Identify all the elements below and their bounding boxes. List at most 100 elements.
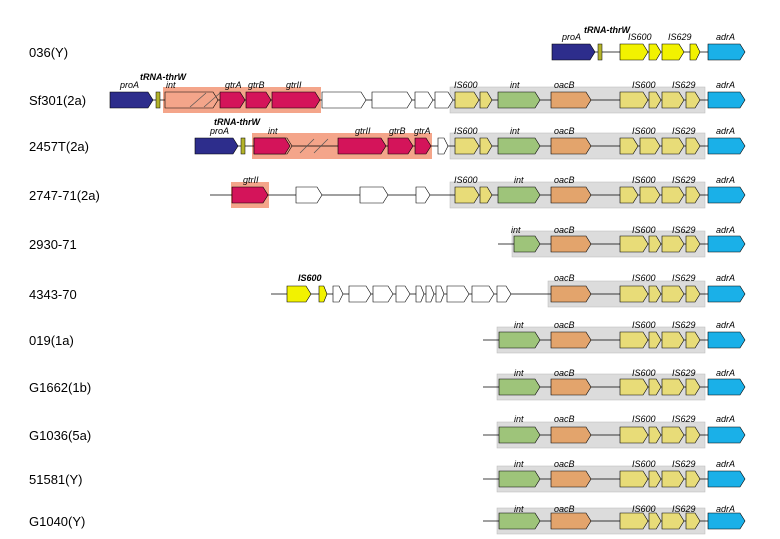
gene-orf-5 <box>415 285 425 303</box>
gene-label: adrA <box>716 32 735 42</box>
gene-label: IS629 <box>672 126 696 136</box>
gene-gtrII: gtrII <box>231 175 269 204</box>
gene-label: IS629 <box>672 273 696 283</box>
gene-arrow <box>387 137 414 155</box>
gene-label: oacB <box>554 126 575 136</box>
gene-arrow <box>619 512 649 530</box>
gene-int-m <box>253 137 291 155</box>
gene-label: tRNA-thrW <box>214 117 261 127</box>
gene-arrow <box>498 512 541 530</box>
break-mark <box>189 92 207 108</box>
gene-arrow <box>253 137 291 155</box>
gene-int: int <box>498 368 541 396</box>
gene-arrow <box>550 137 592 155</box>
gene-adrA: adrA <box>707 175 746 204</box>
gene-arrow <box>648 512 662 530</box>
gene-arrow <box>707 378 746 396</box>
gene-arrow <box>550 331 592 349</box>
gene-IS600: IS600 <box>619 459 656 488</box>
gene-orf-7 <box>435 285 445 303</box>
gene-int: int <box>498 459 541 488</box>
gene-arrow <box>661 285 685 303</box>
gene-orf-2 <box>359 186 389 204</box>
gene-arrow <box>348 285 372 303</box>
gene-IS629: IS629 <box>661 459 696 488</box>
gene-int: int <box>511 225 541 253</box>
gene-arrow <box>619 186 639 204</box>
gene-label: adrA <box>716 459 735 469</box>
gene-IS600-b <box>479 137 493 155</box>
gene-orf-4 <box>434 91 454 109</box>
gene-label: IS600 <box>454 175 478 185</box>
gene-arrow <box>639 186 661 204</box>
strain-label: 4343-70 <box>29 287 77 302</box>
gene-orf-6 <box>425 285 435 303</box>
gene-IS629-b <box>685 378 701 396</box>
gene-gtrB: gtrB <box>245 80 272 109</box>
gene-arrow <box>619 285 649 303</box>
gene-label: IS629 <box>672 225 696 235</box>
gene-IS629: IS629 <box>661 273 696 303</box>
gene-proA: proA <box>551 32 596 61</box>
gene-arrow <box>707 91 746 109</box>
strain-label: 036(Y) <box>29 45 68 60</box>
gene-label: oacB <box>554 414 575 424</box>
gene-arrow <box>707 186 746 204</box>
gene-int: int <box>164 80 219 109</box>
gene-IS600-c <box>639 137 661 155</box>
gene-label: IS629 <box>672 459 696 469</box>
gene-label: int <box>510 80 520 90</box>
gene-adrA: adrA <box>707 504 746 530</box>
gene-IS629: IS629 <box>661 414 696 444</box>
strain-label: Sf301(2a) <box>29 93 86 108</box>
gene-arrow <box>414 91 434 109</box>
gene-IS600: IS600 <box>619 80 656 109</box>
gene-label: IS629 <box>672 175 696 185</box>
gene-arrow <box>109 91 154 109</box>
gene-adrA: adrA <box>707 32 746 61</box>
gene-arrow <box>454 91 480 109</box>
gene-label: oacB <box>554 504 575 514</box>
gene-label: oacB <box>554 368 575 378</box>
gene-IS600: IS600 <box>619 414 656 444</box>
gene-label: adrA <box>716 225 735 235</box>
gene-arrow <box>661 470 685 488</box>
gene-IS629-b <box>685 512 701 530</box>
gene-IS629-b <box>685 91 701 109</box>
gene-IS600-b <box>318 285 328 303</box>
gene-IS629-b <box>685 426 701 444</box>
gene-orf-1 <box>437 137 449 155</box>
gene-arrow <box>707 137 746 155</box>
gene-label: IS600 <box>632 459 656 469</box>
gene-label: gtrA <box>414 126 431 136</box>
gene-adrA: adrA <box>707 126 746 155</box>
gene-IS600: IS600 <box>619 175 656 204</box>
gene-orf-3 <box>414 91 434 109</box>
gene-arrow <box>619 378 649 396</box>
gene-label: adrA <box>716 368 735 378</box>
gene-oacB: oacB <box>550 504 592 530</box>
gene-gtrB: gtrB <box>387 126 414 155</box>
gene-arrow <box>219 91 246 109</box>
gene-label: oacB <box>554 80 575 90</box>
gene-arrow <box>271 91 321 109</box>
gene-adrA: adrA <box>707 368 746 396</box>
gene-arrow <box>661 43 685 61</box>
gene-adrA: adrA <box>707 320 746 349</box>
gene-arrow <box>550 426 592 444</box>
gene-arrow <box>446 285 470 303</box>
strain-label: 51581(Y) <box>29 472 82 487</box>
gene-arrow <box>648 331 662 349</box>
gene-IS600: IS600 <box>619 225 656 253</box>
gene-label: adrA <box>716 504 735 514</box>
gene-oacB: oacB <box>550 225 592 253</box>
trna-mark <box>597 43 603 61</box>
gene-IS600: IS600 <box>619 126 656 155</box>
gene-label: int <box>514 504 524 514</box>
gene-oacB: oacB <box>550 80 592 109</box>
